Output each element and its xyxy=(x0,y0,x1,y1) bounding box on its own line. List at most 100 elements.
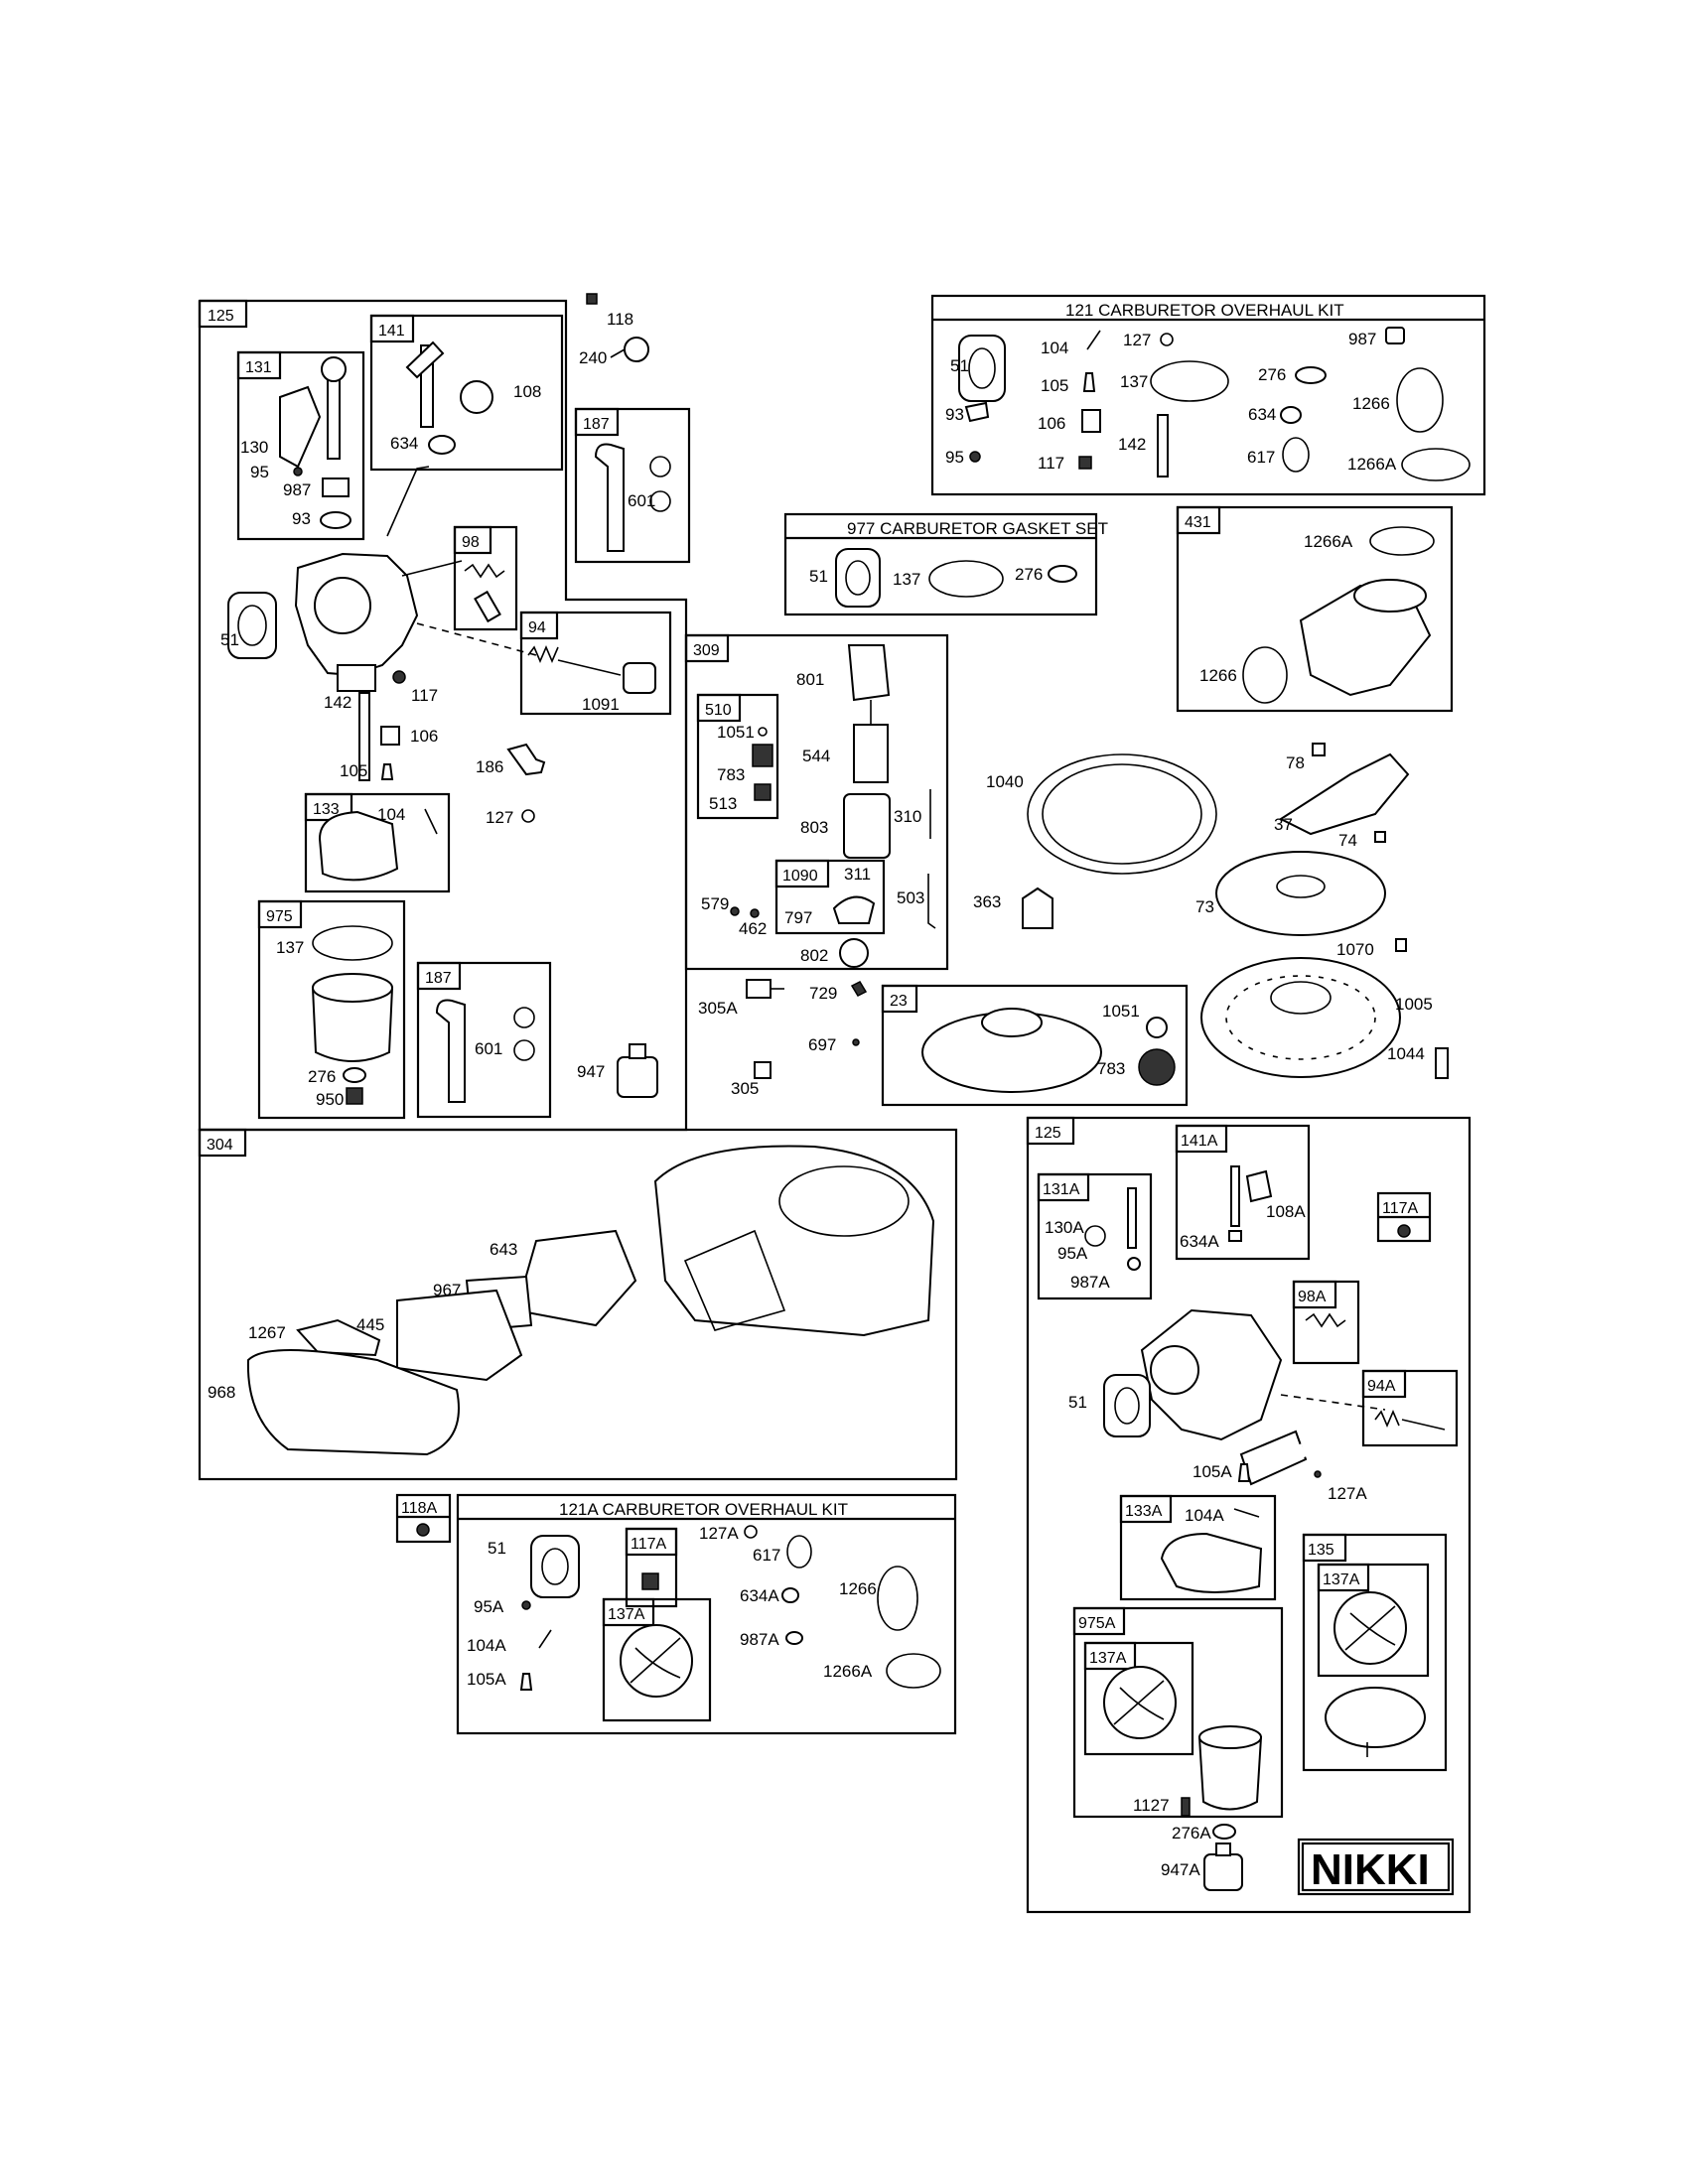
float-133A-part xyxy=(1160,1532,1263,1593)
float-bowl-rim xyxy=(312,973,393,1003)
oring-1266A-part xyxy=(1369,526,1435,556)
kit-121-gasket-hole xyxy=(968,347,996,389)
group-1090-label: 1090 xyxy=(782,868,818,885)
group-94A-tag xyxy=(1361,1369,1407,1399)
solenoid-947-part xyxy=(617,1056,658,1098)
bolt-74-part xyxy=(1374,831,1386,843)
gasket-51-hole xyxy=(237,605,267,646)
label-130: 130 xyxy=(240,438,268,457)
gasket-51-b-hole xyxy=(1114,1387,1140,1425)
group-23-tag xyxy=(881,984,918,1014)
group-309-tag xyxy=(684,633,730,663)
nikki-logo-frame xyxy=(1297,1838,1455,1896)
screw-1127-part xyxy=(1181,1797,1191,1817)
kit-121-jet142-part xyxy=(1157,414,1169,478)
kit-121-label-617: 617 xyxy=(1247,448,1275,467)
kit-121A-label-95A: 95A xyxy=(474,1597,504,1616)
label-106: 106 xyxy=(410,727,438,746)
group-431-frame xyxy=(1176,505,1454,713)
group-137A-a-frame xyxy=(602,1597,712,1722)
group-125-tag xyxy=(198,299,248,329)
kit-121-label-634: 634 xyxy=(1248,405,1276,424)
blower-housing-part xyxy=(653,1145,935,1337)
carburetor-b-bore-part xyxy=(1150,1345,1199,1395)
kit-121-label-127: 127 xyxy=(1123,331,1151,349)
kit-121-label-51: 51 xyxy=(950,356,969,375)
label-1267: 1267 xyxy=(248,1323,286,1342)
label-51: 51 xyxy=(220,630,239,649)
kit-121-oring617-part xyxy=(1282,437,1310,473)
shaft-131A-part xyxy=(1127,1187,1137,1249)
group-309-frame xyxy=(684,633,949,971)
clip-127-part xyxy=(521,809,535,823)
group-133-frame xyxy=(304,792,451,893)
label-1051: 1051 xyxy=(717,723,755,742)
clamp-b-part xyxy=(649,490,671,512)
label-513: 513 xyxy=(709,794,737,813)
blower-housing-inlet xyxy=(683,1229,786,1331)
group-187-top-label: 187 xyxy=(583,416,610,433)
group-975A-tag xyxy=(1072,1606,1126,1636)
group-23-frame xyxy=(881,984,1189,1107)
screen-73-center xyxy=(1276,875,1326,898)
kit-121-oring1266-part xyxy=(1396,367,1444,433)
label-1266A: 1266A xyxy=(1304,532,1353,551)
label-105A: 105A xyxy=(1193,1462,1232,1481)
diaphragm-137A-a-part xyxy=(620,1624,693,1698)
plate-108A-part xyxy=(1245,1169,1273,1203)
label-78: 78 xyxy=(1286,753,1305,772)
bracket-503-part xyxy=(927,874,936,929)
jet-105A-b-part xyxy=(1237,1463,1251,1482)
kit-121-gasket-part xyxy=(958,335,1006,402)
clip-1051-part xyxy=(758,727,768,737)
kit-977-gasket-hole xyxy=(845,560,871,596)
seal-634A-b-part xyxy=(1228,1230,1242,1242)
group-135-frame xyxy=(1302,1533,1448,1772)
group-125-b-tag xyxy=(1026,1116,1075,1146)
kit-121-seal634-part xyxy=(1280,406,1302,424)
label-445: 445 xyxy=(356,1315,384,1334)
label-1070: 1070 xyxy=(1336,940,1374,959)
shaft-141A-part xyxy=(1230,1165,1240,1227)
bolt-305A-part xyxy=(746,979,772,999)
leader-94 xyxy=(416,622,537,656)
group-133-label: 133 xyxy=(313,801,340,818)
label-729: 729 xyxy=(809,984,837,1003)
kit-121A-gasket-part xyxy=(530,1535,580,1598)
group-133A-label: 133A xyxy=(1125,1503,1163,1520)
spring-98A-part xyxy=(1305,1312,1346,1328)
spring-513-part xyxy=(754,783,772,801)
washer-276-part xyxy=(343,1067,366,1083)
group-137A-c-label: 137A xyxy=(1089,1650,1127,1667)
diaphragm-137A-c-mark xyxy=(1113,1680,1165,1725)
group-975-label: 975 xyxy=(266,908,293,925)
group-98-tag xyxy=(453,525,492,555)
spring-98-part xyxy=(464,563,505,579)
screw-118-part xyxy=(586,293,598,305)
housing-803-part xyxy=(843,793,891,859)
cover-968-part xyxy=(246,1349,460,1456)
group-135-label: 135 xyxy=(1308,1542,1334,1559)
shaft-head-part xyxy=(321,356,347,382)
main-jet-142-part xyxy=(358,692,370,781)
label-601-b: 601 xyxy=(475,1039,502,1058)
group-117A-b-label: 117A xyxy=(1382,1200,1419,1217)
group-133A-tag xyxy=(1119,1494,1173,1524)
label-462: 462 xyxy=(739,919,767,938)
bolt-1044-part xyxy=(1435,1047,1449,1079)
leader-98 xyxy=(401,560,463,577)
label-601: 601 xyxy=(628,491,655,510)
label-987A: 987A xyxy=(1070,1273,1110,1292)
kit-121-oring137-part xyxy=(1150,360,1229,402)
group-141-tag xyxy=(369,314,415,343)
label-1051-b: 1051 xyxy=(1102,1002,1140,1021)
kit-121A-label-51: 51 xyxy=(488,1539,506,1558)
group-141-label: 141 xyxy=(378,323,405,340)
group-94A-label: 94A xyxy=(1367,1378,1396,1395)
blower-housing-opening xyxy=(778,1165,910,1237)
group-141A-label: 141A xyxy=(1181,1133,1218,1150)
group-304-frame xyxy=(198,1128,958,1481)
group-118A-label: 118A xyxy=(401,1500,438,1517)
label-142: 142 xyxy=(324,693,351,712)
stator-1040-inner xyxy=(1042,763,1202,865)
